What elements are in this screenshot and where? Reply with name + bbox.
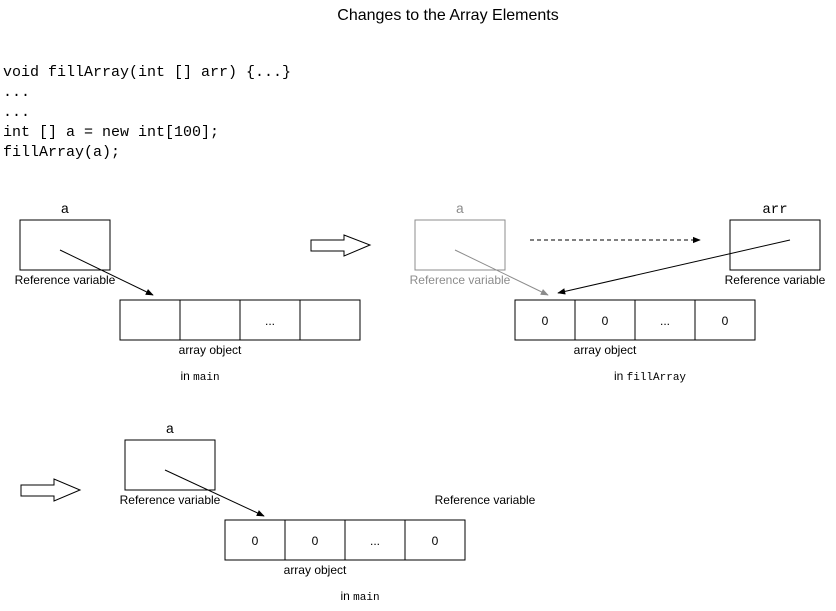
step2-a-reference-label: Reference variable — [410, 273, 511, 287]
step1-reference-box — [19, 219, 111, 271]
array-cell-value: 0 — [312, 534, 319, 548]
step3-reference-label: Reference variable — [120, 493, 221, 507]
array-cell — [299, 299, 361, 341]
step2-arr-reference-arrow — [557, 239, 791, 295]
code-line: int [] a = new int[100]; — [3, 124, 219, 141]
step1-reference-label: Reference variable — [15, 273, 116, 287]
code-line: fillArray(a); — [3, 144, 120, 161]
array-cell-value: 0 — [602, 314, 609, 328]
step1-array-label: array object — [179, 343, 242, 357]
array-cell-value: 0 — [252, 534, 259, 548]
array-cell — [694, 299, 756, 341]
step-transition-arrow — [20, 478, 82, 502]
array-cell — [574, 299, 636, 341]
array-cell — [634, 299, 696, 341]
step3-extra-reference-label: Reference variable — [435, 493, 536, 507]
code-line: void fillArray(int [] arr) {...} — [3, 64, 291, 81]
code-line: ... — [3, 84, 30, 101]
step3-var-name: a — [166, 422, 174, 438]
array-cell — [514, 299, 576, 341]
step2-arr-reference-label: Reference variable — [725, 273, 826, 287]
step3-array-object: 0 0 ... 0 — [224, 519, 466, 561]
step2-var-a-name: a — [456, 202, 464, 218]
step-transition-arrow — [310, 234, 372, 257]
step3-array-label: array object — [284, 563, 347, 577]
code-line: ... — [3, 104, 30, 121]
step3-reference-box — [124, 439, 216, 491]
step2-array-label: array object — [574, 343, 637, 357]
array-cell-value: ... — [660, 314, 670, 328]
step2-a-reference-arrow — [454, 249, 549, 296]
array-cell — [119, 299, 181, 341]
array-cell — [284, 519, 346, 561]
step2-group: a Reference variable arr Reference varia… — [410, 202, 826, 384]
step3-scope-label: in main — [340, 589, 379, 604]
step3-group: a Reference variable Reference variable … — [120, 422, 536, 604]
step2-arr-reference-box — [729, 219, 821, 271]
code-block: void fillArray(int [] arr) {...} ... ...… — [3, 64, 291, 161]
step1-group: a Reference variable ... array object in… — [15, 202, 361, 384]
step1-array-object: ... — [119, 299, 361, 341]
step2-var-arr-name: arr — [762, 202, 787, 218]
step1-scope-label: in main — [180, 369, 219, 384]
array-cell — [404, 519, 466, 561]
array-cell-value: 0 — [542, 314, 549, 328]
step2-array-object: 0 0 ... 0 — [514, 299, 756, 341]
array-cell-value: ... — [265, 314, 275, 328]
array-cell-value: 0 — [432, 534, 439, 548]
step1-reference-arrow — [59, 249, 154, 296]
array-cell-value: 0 — [722, 314, 729, 328]
step1-var-name: a — [61, 202, 69, 218]
step2-scope-label: in fillArray — [614, 369, 686, 384]
step2-a-reference-box — [414, 219, 506, 271]
diagram-title: Changes to the Array Elements — [337, 7, 558, 24]
array-cell-value: ... — [370, 534, 380, 548]
step3-reference-arrow — [164, 469, 265, 517]
array-cell — [179, 299, 241, 341]
